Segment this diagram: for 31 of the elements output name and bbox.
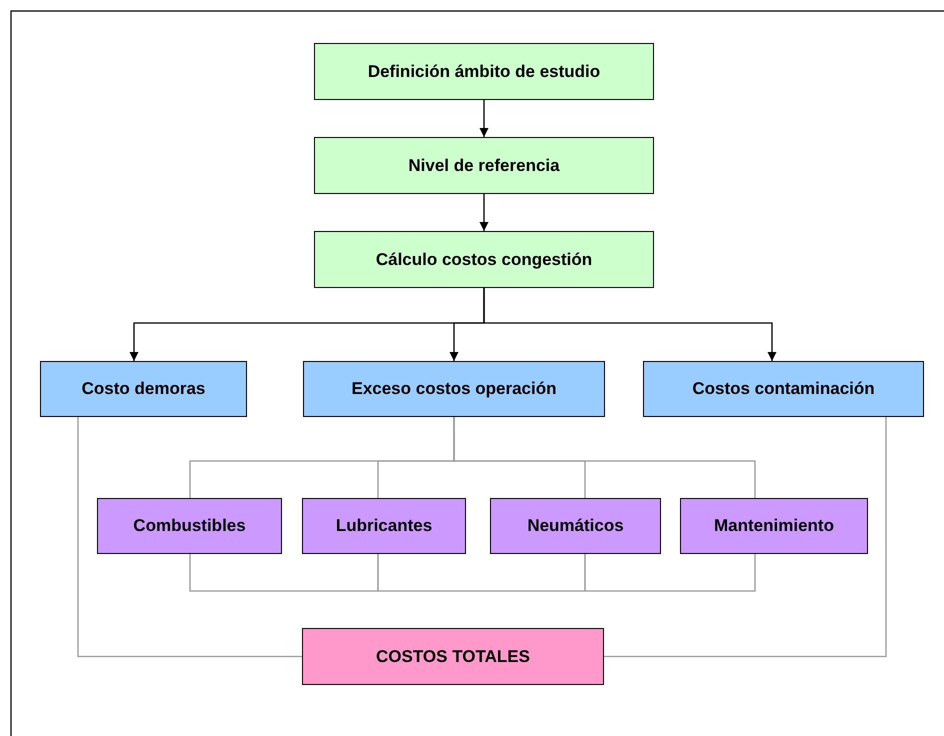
arrow (483, 288, 776, 361)
box-label: Exceso costos operación (351, 379, 557, 399)
cost-item-box (680, 498, 868, 554)
box-label: Costo demoras (82, 379, 206, 399)
box-label: Combustibles (133, 516, 246, 536)
arrow (480, 194, 488, 231)
cost-box (643, 361, 924, 417)
connector-line (377, 554, 586, 592)
arrow (480, 100, 488, 137)
cost-box (40, 361, 247, 417)
process-box (314, 137, 654, 194)
connector-line (453, 417, 756, 498)
connector-line (189, 554, 379, 592)
box-label: Cálculo costos congestión (376, 250, 592, 270)
box-label: Neumáticos (527, 516, 624, 536)
process-box (314, 231, 654, 288)
connector-line (584, 554, 756, 592)
connector-line (604, 417, 887, 658)
box-label: Lubricantes (336, 516, 432, 536)
cost-item-box (302, 498, 466, 554)
process-box (314, 43, 654, 100)
cost-box (303, 361, 605, 417)
box-label: Nivel de referencia (408, 156, 560, 176)
cost-item-box (490, 498, 661, 554)
box-label: Mantenimiento (714, 516, 834, 536)
box-label: COSTOS TOTALES (376, 646, 530, 666)
cost-item-box (97, 498, 282, 554)
total-box (302, 628, 604, 685)
box-label: Definición ámbito de estudio (368, 62, 600, 82)
box-label: Costos contaminación (692, 379, 875, 399)
connector-line (77, 417, 302, 658)
